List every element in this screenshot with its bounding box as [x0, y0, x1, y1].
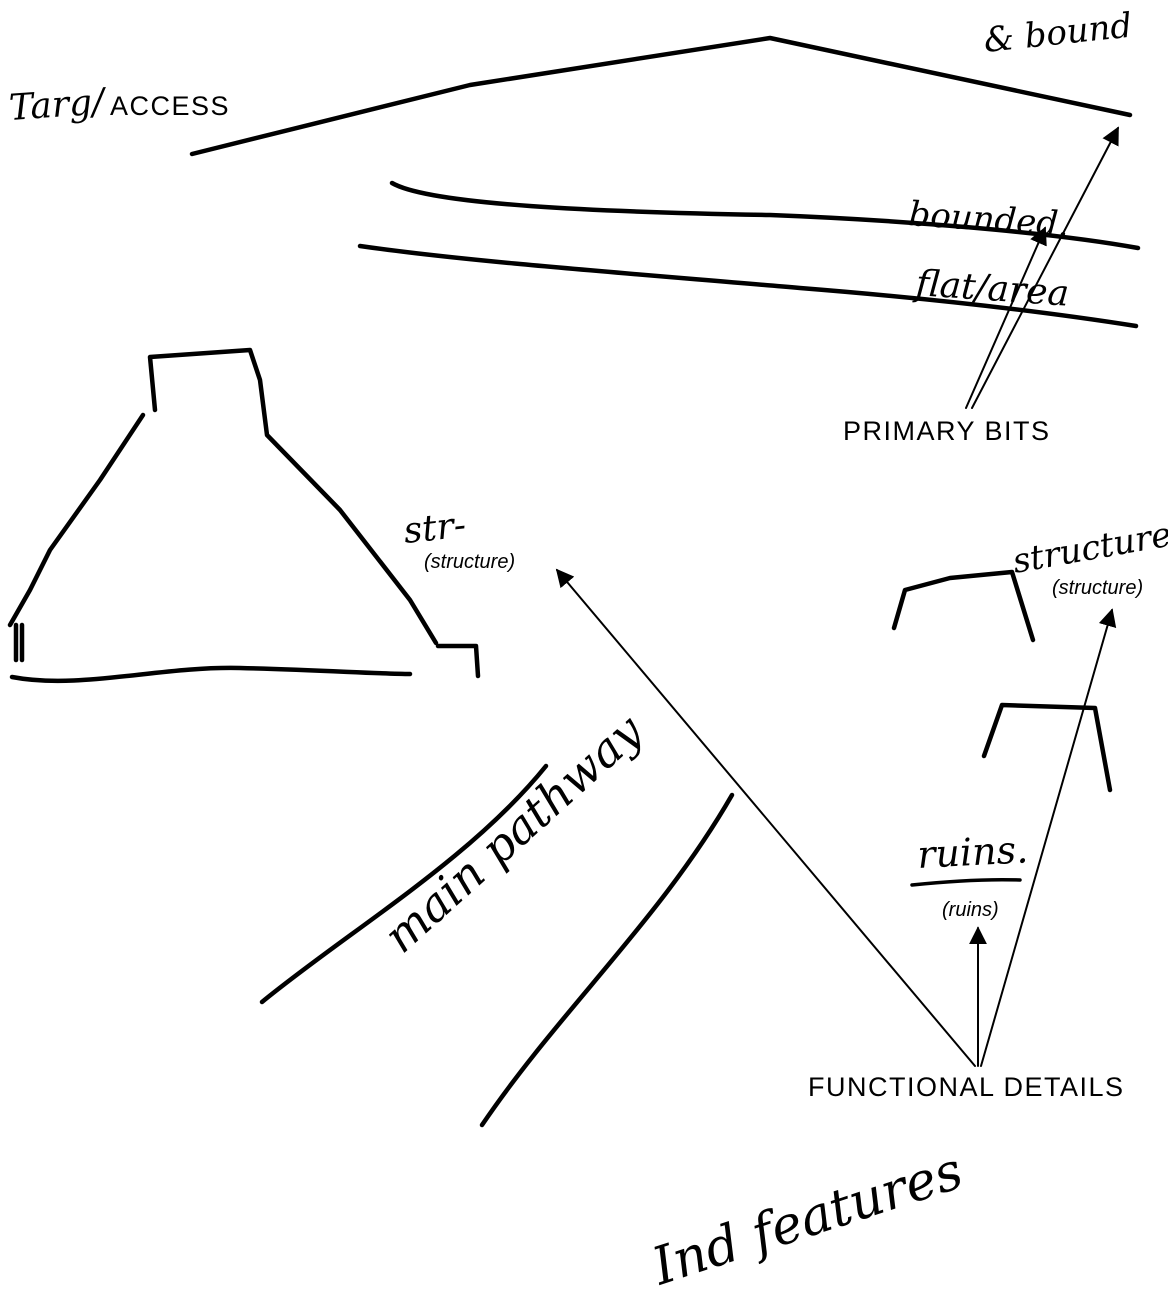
- ridge-line: [189, 35, 1133, 157]
- hill-foot-tick: [435, 643, 481, 679]
- handwritten-target: Targ/: [8, 81, 110, 129]
- hill-base-line: [9, 665, 413, 684]
- handwritten-main-pathway: main pathway: [373, 703, 653, 963]
- functional-details-label: FUNCTIONAL DETAILS: [808, 1072, 1125, 1102]
- hill-left-slope: [7, 412, 146, 628]
- handwritten-structure-right: structure: [1010, 515, 1168, 582]
- primary-arrow-to-ridge: [971, 126, 1119, 409]
- structure-left-gloss: (structure): [424, 551, 515, 573]
- handwritten-bounded: bounded.: [907, 194, 1070, 245]
- structure-right-gloss: (structure): [1052, 577, 1143, 599]
- ruins-underline: [910, 877, 1022, 887]
- ruins-gloss: (ruins): [942, 899, 999, 921]
- handwritten-boundary: & bound: [982, 6, 1134, 61]
- lower-area-line: [357, 243, 1139, 329]
- right-structure-upper: [891, 569, 1036, 643]
- primary-arrow-to-bounded: [965, 226, 1047, 409]
- handwritten-structure-left: str-: [402, 505, 468, 552]
- pathway-line-right: [479, 792, 735, 1128]
- pathway-line-left: [259, 763, 549, 1005]
- functional-arrow-to-left-structure: [555, 568, 976, 1067]
- handwritten-bottom-note: Ind features: [645, 1141, 970, 1298]
- primary-bits-label: PRIMARY BITS: [843, 416, 1051, 446]
- access-label: ACCESS: [110, 91, 230, 121]
- hill-structure: [147, 347, 439, 646]
- handwritten-ruins: ruins.: [916, 827, 1029, 877]
- handwritten-flat-area: flat/area: [911, 263, 1070, 315]
- functional-arrow-to-right-structure: [980, 608, 1117, 1067]
- right-structure-lower: [981, 702, 1113, 793]
